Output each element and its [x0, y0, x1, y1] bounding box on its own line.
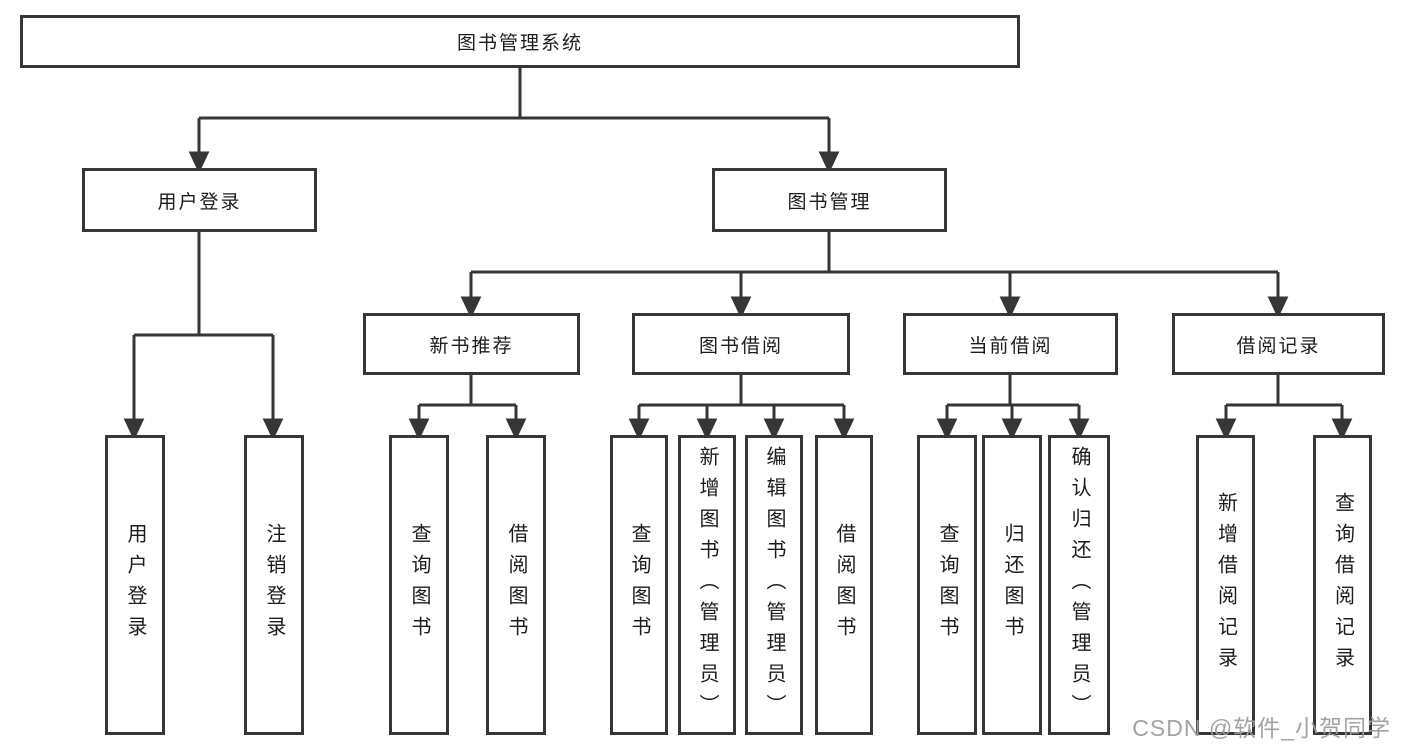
- node-new-book-recommendation: 新书推荐: [363, 313, 580, 375]
- arrowhead-book-borrow: [730, 296, 752, 319]
- node-label: 新书推荐: [429, 335, 514, 357]
- arrowhead-bb-add: [696, 418, 718, 441]
- arrowhead-new-books: [460, 296, 482, 319]
- node-user-login: 用户登录: [82, 168, 317, 232]
- leaf-return-books: 归还图书: [982, 435, 1042, 735]
- node-label: 归还图书: [1001, 523, 1023, 647]
- leaf-borrow-books: 借阅图书: [815, 435, 873, 735]
- arrowhead-leaf-logout: [262, 418, 284, 441]
- leaf-confirm-return-admin: 确认归还（管理员）: [1048, 435, 1110, 735]
- arrowhead-bb-query: [628, 418, 650, 441]
- arrowhead-br-add: [1215, 418, 1237, 441]
- node-label: 新增图书（管理员）: [696, 445, 718, 725]
- arrowhead-nb-borrow: [505, 418, 527, 441]
- leaf-query-books: 查询图书: [917, 435, 977, 735]
- node-label: 新增借阅记录: [1214, 492, 1237, 678]
- node-label: 注销登录: [263, 523, 285, 647]
- arrowhead-cb-confirm: [1068, 418, 1090, 441]
- arrowhead-current-borrow: [999, 296, 1021, 319]
- arrowhead-user-login: [188, 151, 210, 174]
- node-label: 图书管理系统: [456, 33, 583, 54]
- arrowhead-cb-query: [936, 418, 958, 441]
- node-label: 查询图书: [936, 523, 958, 647]
- node-label: 借阅图书: [833, 523, 855, 647]
- node-label: 图书管理: [787, 191, 872, 213]
- node-label: 编辑图书（管理员）: [763, 445, 785, 725]
- arrowhead-book-mgmt: [818, 151, 840, 174]
- leaf-logout: 注销登录: [244, 435, 304, 735]
- node-borrowing-records: 借阅记录: [1172, 313, 1385, 375]
- node-label: 用户登录: [124, 523, 146, 647]
- node-label: 查询图书: [628, 523, 650, 647]
- node-label: 确认归还（管理员）: [1068, 445, 1090, 725]
- arrowhead-cb-return: [1001, 418, 1023, 441]
- node-book-management: 图书管理: [712, 168, 947, 232]
- leaf-query-books: 查询图书: [610, 435, 668, 735]
- node-label: 用户登录: [157, 191, 242, 213]
- leaf-query-borrow-record: 查询借阅记录: [1313, 435, 1372, 735]
- node-label: 图书借阅: [698, 335, 783, 357]
- leaf-add-borrow-record: 新增借阅记录: [1196, 435, 1255, 735]
- arrowhead-leaf-login: [123, 418, 145, 441]
- arrowhead-bb-edit: [763, 418, 785, 441]
- arrowhead-nb-query: [408, 418, 430, 441]
- arrowhead-br-query: [1331, 418, 1353, 441]
- node-current-borrowing: 当前借阅: [903, 313, 1118, 375]
- node-label: 查询借阅记录: [1331, 492, 1354, 678]
- arrowhead-bb-borrow: [833, 418, 855, 441]
- arrowhead-borrow-records: [1267, 296, 1289, 319]
- node-book-borrowing: 图书借阅: [632, 313, 850, 375]
- leaf-user-login: 用户登录: [105, 435, 165, 735]
- node-label: 查询图书: [408, 523, 430, 647]
- node-library-management-system: 图书管理系统: [20, 15, 1020, 68]
- leaf-query-books: 查询图书: [389, 435, 449, 735]
- csdn-watermark: CSDN @软件_小贺同学: [1132, 715, 1391, 741]
- leaf-edit-books-admin: 编辑图书（管理员）: [745, 435, 803, 735]
- node-label: 借阅记录: [1236, 335, 1321, 357]
- leaf-borrow-books: 借阅图书: [486, 435, 546, 735]
- node-label: 借阅图书: [505, 523, 527, 647]
- leaf-add-books-admin: 新增图书（管理员）: [678, 435, 736, 735]
- node-label: 当前借阅: [968, 335, 1053, 357]
